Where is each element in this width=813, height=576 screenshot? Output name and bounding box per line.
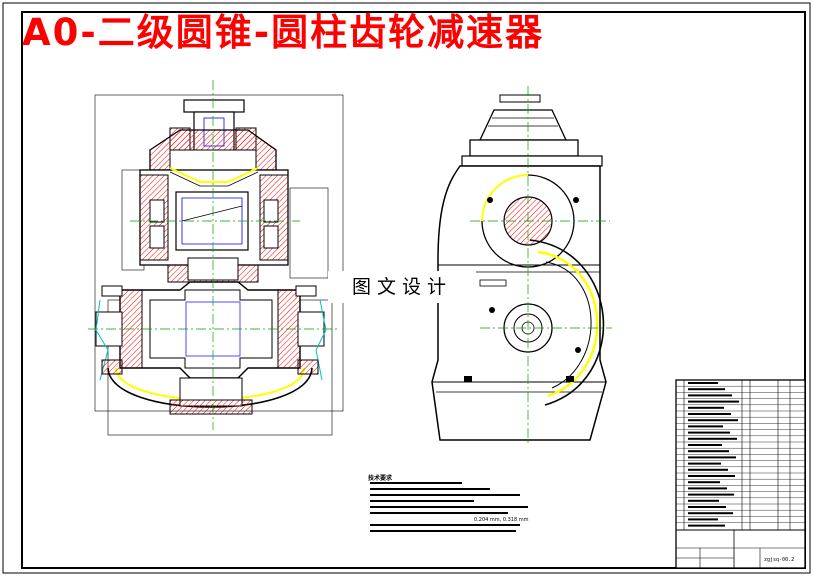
parts-list-entry xyxy=(688,450,729,453)
parts-list-entry xyxy=(688,462,721,465)
parts-list-entry xyxy=(688,506,726,508)
parts-list-entry xyxy=(688,499,719,502)
watermark-label: 图文设计 xyxy=(328,271,476,303)
parts-list-entry xyxy=(688,524,725,527)
parts-list-entry xyxy=(688,419,738,422)
section-view xyxy=(88,80,344,436)
drawing-number: zgjsq-00.2 xyxy=(764,557,795,563)
notes-lines xyxy=(370,482,528,532)
parts-list-entry xyxy=(688,413,731,415)
parts-list-entry xyxy=(688,437,737,440)
parts-list-entry xyxy=(688,481,720,484)
side-view xyxy=(431,86,612,446)
parts-list-entry xyxy=(688,468,728,471)
parts-list-entry xyxy=(688,425,723,428)
technical-requirements-heading: 技术要求 xyxy=(368,475,393,482)
parts-list-entry xyxy=(688,406,724,409)
parts-list-entry xyxy=(688,475,735,477)
parts-list-entry xyxy=(688,487,727,490)
parts-list-entry xyxy=(688,388,725,391)
parts-list-entry xyxy=(688,382,718,384)
dimension-note: 0.204 mm, 0.318 mm xyxy=(474,517,529,523)
parts-list-entry xyxy=(688,444,722,446)
parts-list-entry xyxy=(688,512,733,515)
parts-list-entry xyxy=(688,394,732,397)
parts-list-entry xyxy=(688,493,734,496)
parts-list-entry xyxy=(688,400,739,403)
title-block xyxy=(675,379,806,569)
drawing-title: A0-二级圆锥-圆柱齿轮减速器 xyxy=(22,11,545,54)
parts-list-entry xyxy=(688,431,730,434)
parts-list-entry xyxy=(688,456,736,459)
parts-list-entry xyxy=(688,518,718,521)
inner-border xyxy=(21,11,806,569)
